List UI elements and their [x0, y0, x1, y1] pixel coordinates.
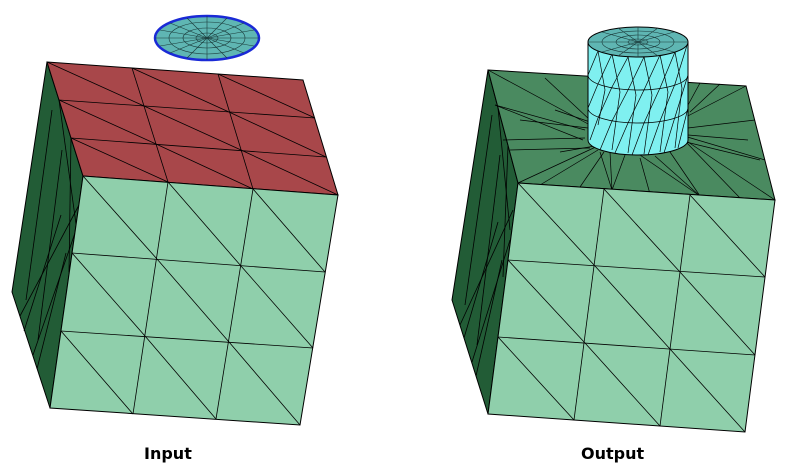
input-model — [11, 14, 339, 426]
output-side-face — [451, 69, 519, 415]
input-disk-mesh — [153, 14, 261, 62]
input-front-face — [49, 175, 339, 426]
output-front-face — [487, 182, 776, 433]
output-model — [451, 26, 776, 433]
output-caption: Output — [581, 444, 645, 463]
input-top-face — [46, 61, 339, 196]
output-cylinder — [587, 26, 689, 156]
input-caption: Input — [144, 444, 192, 463]
